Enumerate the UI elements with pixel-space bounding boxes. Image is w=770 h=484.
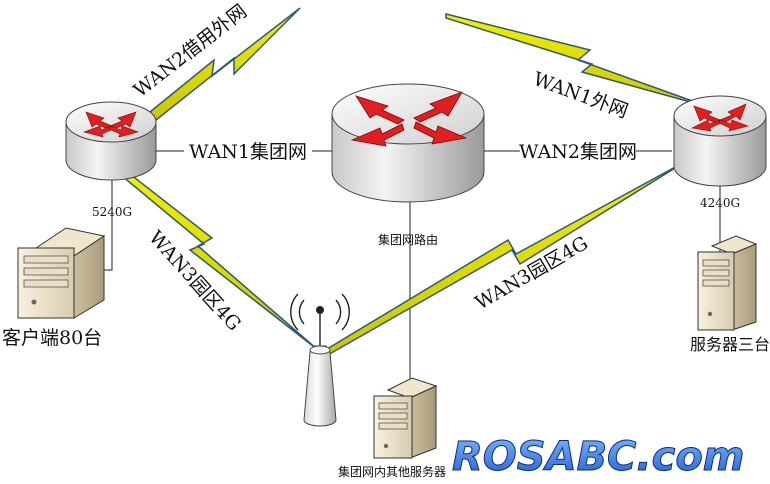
router-right [673, 95, 767, 187]
label-wan3-right: WAN3园区4G [472, 232, 592, 314]
zap-wan1-external [445, 13, 713, 109]
label-wan1-group: WAN1集团网 [189, 141, 307, 163]
label-router-left: 5240G [92, 205, 132, 219]
zap-wan3-left [109, 158, 319, 351]
label-client-pc: 客户端80台 [2, 327, 102, 349]
server-bottom-icon [373, 377, 438, 459]
router-left [65, 101, 157, 181]
label-server-bottom: 集团网内其他服务器 [338, 464, 446, 479]
router-arrows-icon [83, 111, 139, 138]
server-client-icon [17, 227, 106, 319]
router-arrows-icon [691, 103, 749, 132]
router-center [331, 83, 485, 203]
server-right-icon [697, 235, 758, 331]
wireless-antenna-icon [290, 293, 350, 427]
label-router-right: 4240G [700, 196, 740, 210]
wireless-links [109, 7, 713, 357]
label-server-right: 服务器三台 [690, 335, 770, 354]
router-arrows-icon [350, 91, 468, 147]
zap-wan3-right [320, 159, 689, 357]
watermark-logo: ROSABC.com [452, 434, 744, 480]
label-router-center: 集团网路由 [378, 232, 438, 247]
zap-wan2-borrowed [148, 7, 301, 122]
label-wan2-group: WAN2集团网 [519, 141, 637, 163]
